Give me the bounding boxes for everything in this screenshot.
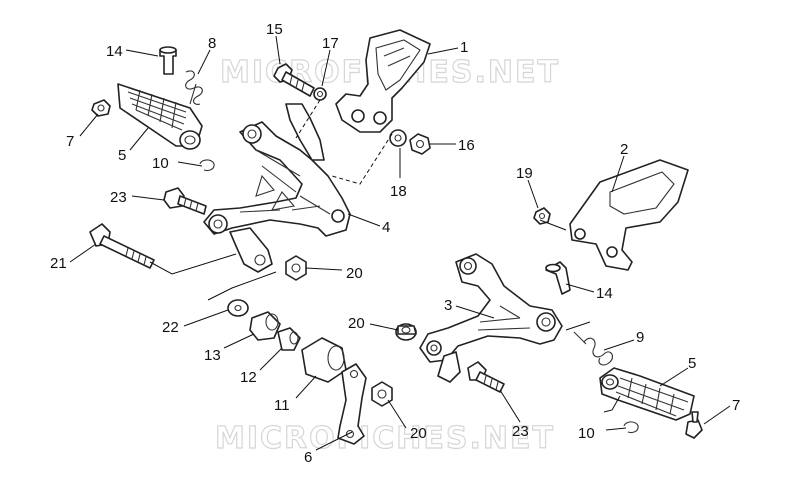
callout-11: 11 [274,397,290,414]
callout-5-left: 5 [118,147,126,164]
washer-17 [313,87,327,101]
callout-10-left: 10 [152,155,169,172]
bushing-13 [249,311,281,341]
clip-left [199,159,215,172]
callout-12: 12 [240,369,257,386]
pin-left [159,46,177,75]
washer-18 [389,129,407,147]
watermark-bottom: MICROFICHES.NET [215,421,555,456]
bolt-19 [533,207,551,225]
callout-14-right: 14 [596,285,613,302]
callout-23-right: 23 [512,423,529,440]
callout-15: 15 [266,21,283,38]
nut-20-left [285,255,307,281]
callout-19: 19 [516,165,533,182]
footpeg-right [599,367,695,421]
bracket-right [419,253,563,383]
callout-13: 13 [204,347,221,364]
long-bolt-21 [89,223,155,269]
heel-guard-left [335,29,431,133]
clip-right [623,421,639,434]
nut-16 [409,133,431,155]
bushing-12 [277,327,301,351]
callout-8: 8 [208,35,216,52]
spring-left [185,70,203,105]
plate-6 [337,363,367,445]
callout-leaders [69,35,731,451]
spring-right [573,331,613,366]
callout-5-right: 5 [688,355,696,372]
callout-18: 18 [390,183,407,200]
callout-23-left: 23 [110,189,127,206]
bolt-right [685,411,703,439]
callout-7-right: 7 [732,397,740,414]
callout-16: 16 [458,137,475,154]
roller-11 [301,337,347,383]
nut-20-lower [371,381,393,407]
callout-numbers: 1 2 3 4 5 5 6 7 7 8 9 10 10 11 12 13 14 … [50,21,740,466]
callout-20-b: 20 [348,315,365,332]
callout-10-right: 10 [578,425,595,442]
callout-21: 21 [50,255,67,272]
assembly-lines [149,99,621,413]
bolt-left [91,99,111,117]
callout-7-left: 7 [66,133,74,150]
callout-6: 6 [304,449,312,466]
heel-guard-right [569,159,689,271]
pin-right [545,261,571,295]
callout-3: 3 [444,297,452,314]
bolt-23-left [163,187,207,215]
washer-22 [227,299,249,317]
callout-20-c: 20 [410,425,427,442]
bolt-23-right [467,361,505,393]
bolt-15 [273,63,315,97]
bracket-left [203,103,351,273]
callout-14-left: 14 [106,43,123,60]
callout-4: 4 [382,219,390,236]
callout-22: 22 [162,319,179,336]
callout-17: 17 [322,35,339,52]
callout-20-a: 20 [346,265,363,282]
nut-20-right [395,323,417,341]
callout-1: 1 [460,39,468,56]
callout-9: 9 [636,329,644,346]
callout-2: 2 [620,141,628,158]
footpeg-left [117,83,203,150]
